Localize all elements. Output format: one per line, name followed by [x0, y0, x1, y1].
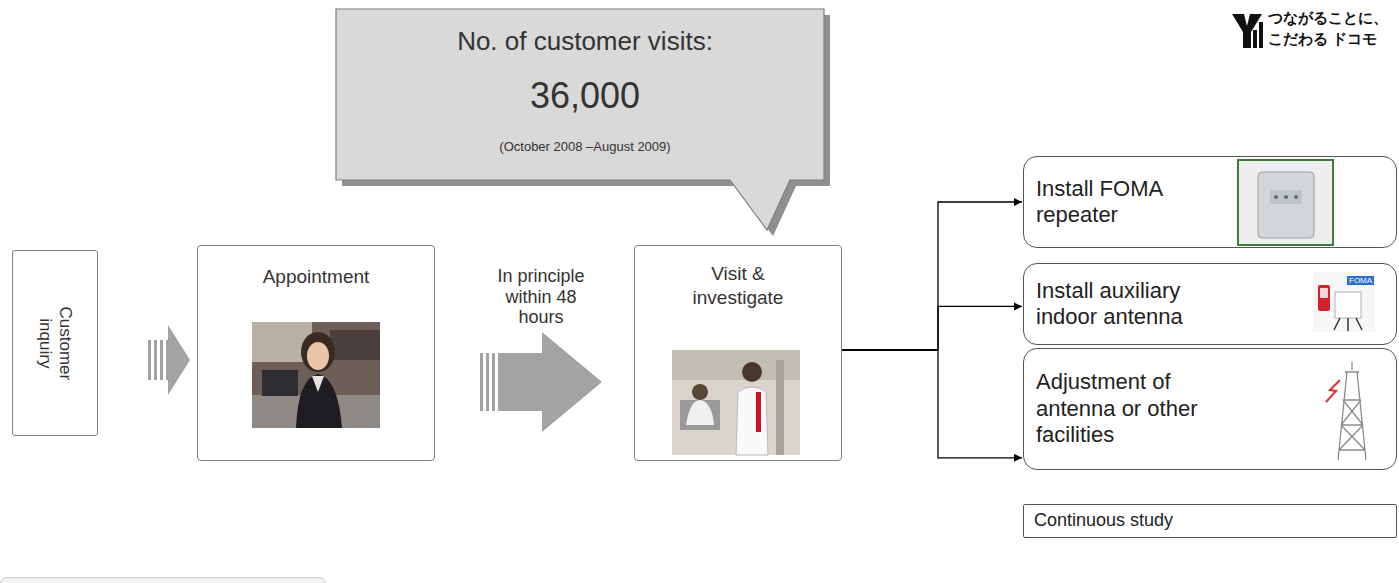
callout-bubble: No. of customer visits: 36,000 (October 20… — [335, 8, 835, 236]
arrow-stripe — [492, 353, 495, 411]
process-box: Visit & investigate — [634, 245, 842, 461]
node-text: Install auxiliary indoor antenna — [1036, 278, 1236, 331]
connector — [480, 332, 602, 432]
node-text: Adjustment of antenna or other facilitie… — [1036, 369, 1236, 448]
arrow-stripe — [486, 353, 489, 411]
node-text: Appointment — [216, 266, 416, 289]
arrow-stripe — [480, 353, 483, 411]
start-box: Customer inquiry — [12, 250, 98, 436]
outcome-box: Adjustment of antenna or other facilitie… — [1023, 348, 1397, 470]
product-tag: FOMA — [1347, 276, 1374, 285]
logo-text: こだわる ドコモ — [1268, 30, 1377, 49]
connector — [842, 202, 1022, 350]
logo-text: つながることに、 — [1268, 9, 1388, 28]
logo-bar — [1253, 30, 1257, 48]
block-arrow — [166, 325, 190, 395]
process-box: Appointment — [197, 245, 435, 461]
logo-antenna — [1232, 14, 1262, 48]
arrow-stripe — [154, 340, 157, 380]
callout-fill — [336, 9, 824, 230]
branch-line — [842, 202, 1022, 350]
logo-bar — [1259, 22, 1263, 48]
connector — [842, 350, 1022, 458]
node-text: Install FOMA repeater — [1036, 176, 1236, 229]
tower-icon — [1326, 362, 1366, 460]
outcome-box: Install auxiliary indoor antenna — [1023, 263, 1397, 345]
arrow-stripe — [160, 340, 163, 380]
antenna-photo — [1313, 272, 1375, 332]
node-subtext: 36,000 — [530, 75, 640, 117]
outcome-box: Continuous study — [1023, 504, 1397, 538]
connector — [148, 325, 190, 395]
repeater-photo — [1238, 160, 1333, 245]
panel-edge — [1, 578, 326, 583]
block-arrow — [498, 332, 602, 432]
connector — [842, 306, 1022, 350]
node-text: Continuous study — [1034, 510, 1173, 531]
engineer-photo — [672, 350, 800, 455]
node-text: No. of customer visits: — [457, 26, 713, 57]
logo-icon — [1232, 14, 1263, 48]
node-subtext: (October 2008 –August 2009) — [499, 139, 670, 154]
arrow-stripe — [148, 340, 151, 380]
node-text: Customer inquiry — [35, 288, 76, 398]
operator-photo — [252, 322, 380, 428]
node-text: Visit & investigate — [678, 262, 798, 310]
edge-label: In principle within 48 hours — [486, 266, 596, 328]
branch-line — [842, 306, 1022, 350]
outcome-box: Install FOMA repeater — [1023, 156, 1397, 248]
branch-line — [842, 350, 1022, 458]
